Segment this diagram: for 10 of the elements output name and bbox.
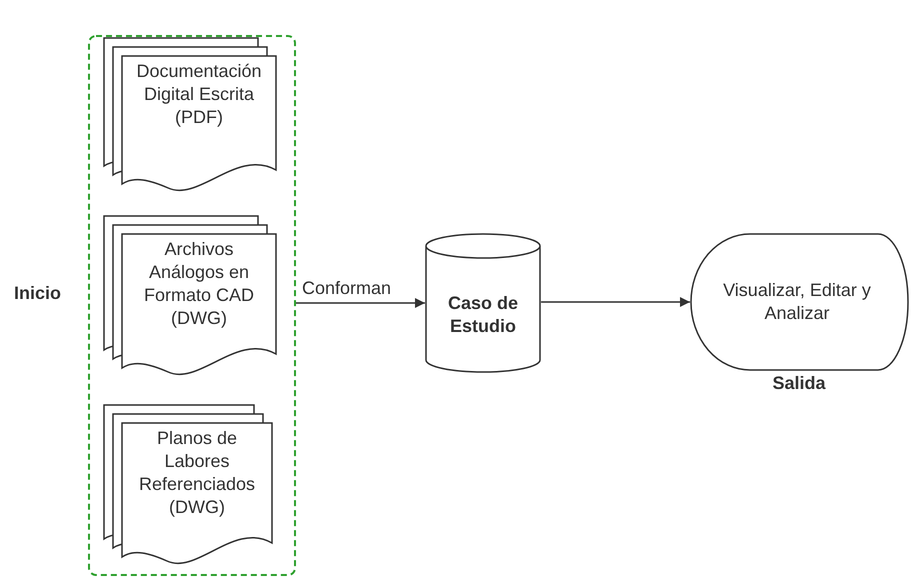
arrow xyxy=(296,298,425,308)
node-label: Visualizar, Editar y Analizar xyxy=(722,279,872,325)
side-label: Inicio xyxy=(14,283,62,304)
arrow xyxy=(541,297,690,307)
node-label: Documentación Digital Escrita (PDF) xyxy=(135,60,263,129)
node-label: Planos de Labores Referenciados (DWG) xyxy=(138,427,256,519)
node-label: Archivos Análogos en Formato CAD (DWG) xyxy=(142,238,256,330)
node-caption: Salida xyxy=(771,373,827,394)
node-label: Caso de Estudio xyxy=(446,292,520,338)
dashed-group-frame xyxy=(88,35,296,576)
